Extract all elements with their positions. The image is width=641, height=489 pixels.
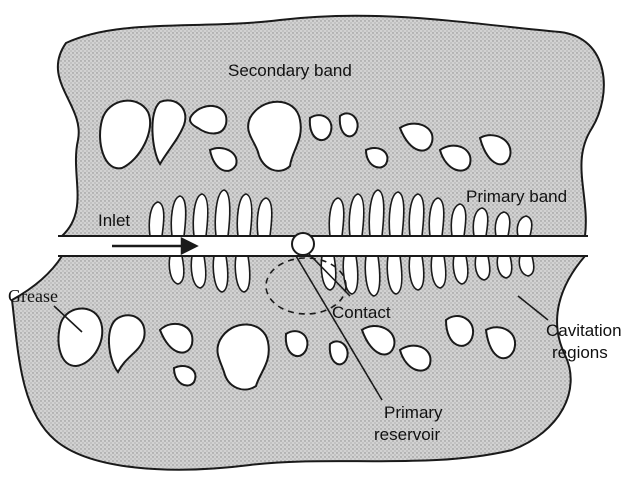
cavitation-cell — [208, 146, 238, 172]
cavitation-cell — [308, 114, 333, 142]
cavitation-cell — [438, 144, 472, 172]
secondary-band-cells-lower — [57, 307, 517, 391]
cavitation-finger — [192, 193, 209, 237]
cavitation-cell — [107, 314, 146, 374]
cavitation-cell — [398, 122, 434, 152]
contact-leader — [308, 253, 351, 297]
cavitation-finger — [364, 255, 381, 297]
cavitation-cell — [478, 134, 512, 166]
reservoir-leader — [295, 255, 383, 401]
cavitation-cell — [398, 344, 432, 372]
cavitation-finger — [236, 193, 253, 237]
cavitation-cell — [189, 104, 228, 135]
cavitation-finger — [428, 197, 445, 237]
cavitation-finger — [516, 215, 533, 237]
cavitation-finger — [388, 191, 405, 237]
cavitation-finger — [148, 201, 165, 237]
cavitation-finger — [234, 255, 251, 293]
contact-circle — [291, 232, 315, 256]
reservoir-label-line1: Primary — [384, 403, 443, 422]
cavitation-finger — [408, 193, 425, 237]
cavitation-cell — [484, 326, 517, 360]
inlet-label: Inlet — [98, 211, 130, 230]
cavitation-finger — [368, 189, 385, 237]
cavitation-cell — [172, 364, 197, 387]
cavitation-label-line1: Cavitation — [546, 321, 622, 340]
inlet-arrow-icon — [112, 236, 199, 256]
cavitation-finger — [408, 255, 425, 291]
cavitation-cell — [99, 99, 152, 170]
cavitation-finger — [496, 255, 513, 279]
cavitation-finger — [256, 197, 273, 237]
contact-gap — [58, 236, 588, 256]
cavitation-finger — [494, 211, 511, 237]
cavitation-cell — [328, 340, 349, 366]
contact-label: Contact — [332, 303, 391, 322]
cavitation-finger — [214, 189, 231, 237]
cavitation-finger — [474, 255, 491, 281]
cavitation-leader — [517, 295, 549, 321]
cavitation-finger — [348, 193, 365, 237]
primary-reservoir-outline — [265, 257, 347, 315]
cavitation-finger — [168, 255, 185, 285]
cavitation-cell — [444, 315, 475, 347]
primary-band-fingers-upper — [148, 189, 533, 237]
primary-band-label: Primary band — [466, 187, 567, 206]
cavitation-cell — [284, 330, 309, 358]
cavitation-finger — [452, 255, 469, 285]
leader-lines — [53, 253, 549, 401]
cavitation-finger — [472, 207, 489, 237]
cavitation-cell — [57, 307, 104, 368]
cavitation-cell — [247, 100, 302, 172]
grease-label: Grease — [8, 286, 58, 306]
cavitation-cell — [151, 99, 187, 166]
cavitation-cell — [364, 146, 389, 169]
secondary-band-label: Secondary band — [228, 61, 352, 80]
cavitation-finger — [342, 255, 359, 295]
cavitation-finger — [328, 197, 345, 237]
cavitation-finger — [212, 255, 229, 293]
cavitation-finger — [190, 255, 207, 289]
cavitation-finger — [450, 203, 467, 237]
cavitation-cell — [216, 323, 270, 391]
cavitation-finger — [430, 255, 447, 289]
reservoir-label-line2: reservoir — [374, 425, 440, 444]
secondary-band-cells-upper — [99, 99, 512, 172]
cavitation-cell — [158, 322, 194, 354]
cavitation-cell — [338, 112, 359, 138]
cavitation-label-line2: regions — [552, 343, 608, 362]
cavitation-finger — [518, 255, 535, 277]
inlet-channel — [58, 235, 588, 257]
cavitation-finger — [170, 195, 187, 237]
cavitation-finger — [386, 255, 403, 295]
grease-leader — [53, 305, 83, 333]
grease-lower-region — [10, 255, 588, 471]
cavitation-cell — [360, 325, 396, 356]
